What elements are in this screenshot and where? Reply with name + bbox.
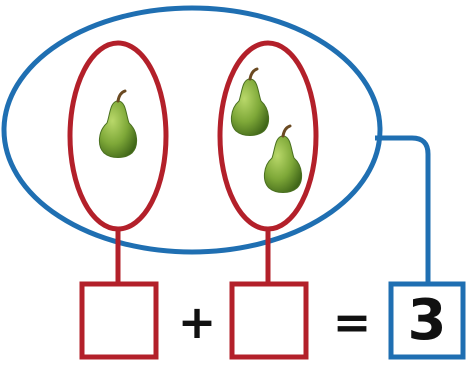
addend-2-box[interactable] <box>229 281 309 360</box>
addend-1-box[interactable] <box>79 281 159 360</box>
whole-set-ellipse <box>1 5 383 255</box>
equals-sign: = <box>333 295 372 349</box>
pear-icon <box>231 67 269 136</box>
part-2-ellipse <box>217 40 319 232</box>
total-box <box>388 281 466 360</box>
total-connector-line <box>375 135 431 284</box>
pear-icon <box>99 89 137 158</box>
pear-icon <box>264 124 302 193</box>
total-value: 3 <box>408 288 447 353</box>
plus-sign: + <box>178 295 217 349</box>
